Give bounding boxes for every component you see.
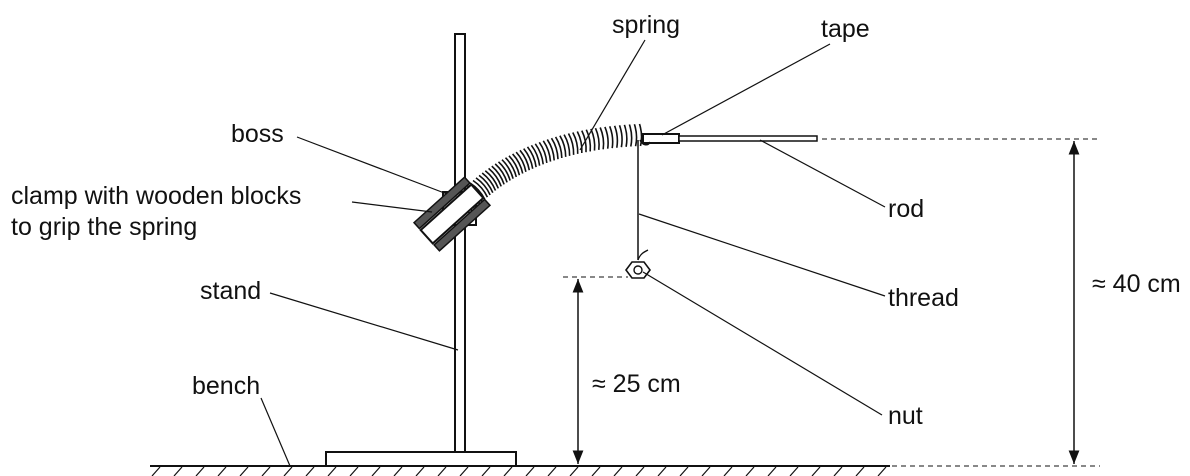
label-spring: spring — [612, 11, 680, 39]
label-stand: stand — [200, 277, 261, 305]
leader-rod — [759, 139, 886, 208]
leader-spring — [579, 39, 646, 151]
label-boss: boss — [231, 120, 284, 148]
spring — [453, 123, 643, 215]
leader-clamp — [351, 201, 433, 213]
bench-surface — [150, 465, 890, 476]
tape — [642, 133, 680, 144]
stand-rod — [454, 33, 466, 453]
leader-nut — [642, 271, 883, 416]
leader-tape — [661, 43, 831, 136]
rod — [678, 135, 818, 142]
stand-base — [325, 451, 517, 467]
leader-bench — [260, 397, 291, 467]
label-bench: bench — [192, 372, 260, 400]
leader-stand — [269, 292, 459, 351]
label-height-rod: ≈ 40 cm — [1092, 270, 1181, 298]
leader-thread — [638, 213, 886, 297]
thread-tail — [637, 249, 649, 261]
label-rod: rod — [888, 195, 924, 223]
label-tape: tape — [821, 15, 870, 43]
label-height-nut: ≈ 25 cm — [592, 370, 681, 398]
thread-hook — [639, 139, 651, 146]
label-clamp-line2: to grip the spring — [11, 213, 197, 241]
label-thread: thread — [888, 284, 959, 312]
label-nut: nut — [888, 402, 923, 430]
clamp-wooden-blocks — [412, 176, 492, 252]
leader-boss — [296, 136, 448, 195]
nut — [625, 261, 651, 279]
label-clamp-line1: clamp with wooden blocks — [11, 182, 301, 210]
